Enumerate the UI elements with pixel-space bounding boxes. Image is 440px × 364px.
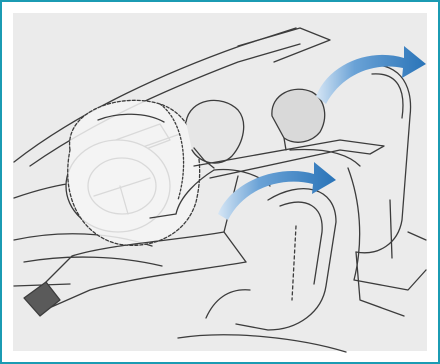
airbag-icon (68, 100, 200, 245)
